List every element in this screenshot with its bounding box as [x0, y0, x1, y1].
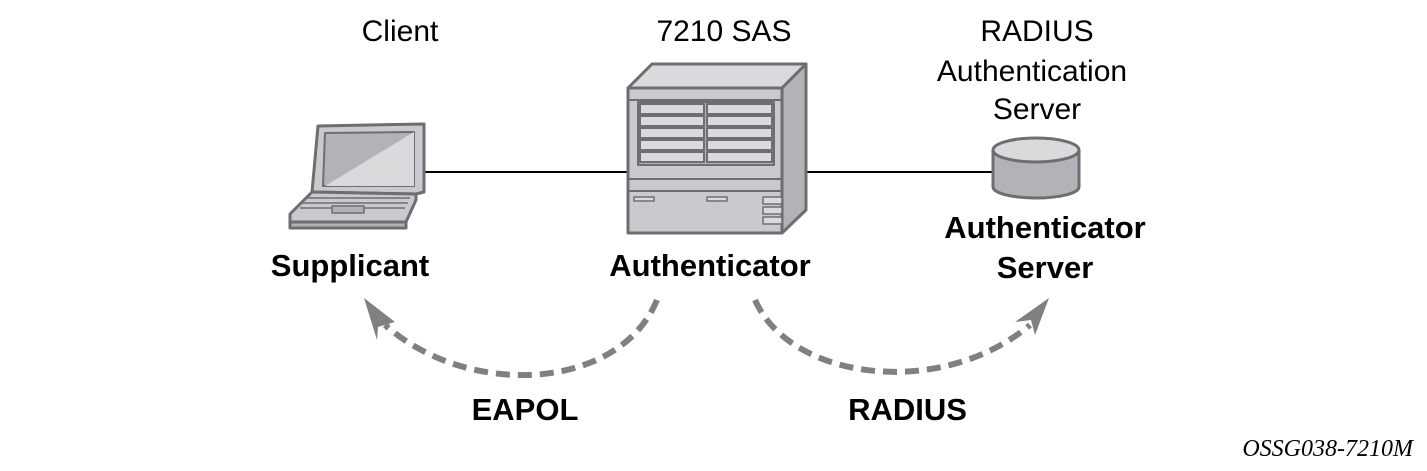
database-icon [991, 136, 1081, 200]
server-title-line-3: Server [992, 93, 1082, 126]
eapol-label: EAPOL [471, 392, 579, 427]
authenticator-server-line-1: Authenticator [944, 210, 1146, 245]
client-label: Client [361, 15, 439, 48]
radius-arrow [752, 298, 1032, 375]
radius-label: RADIUS [848, 392, 967, 427]
authenticator-server-line-2: Server [996, 250, 1094, 285]
supplicant-label: Supplicant [270, 248, 430, 283]
server-title-line-1: RADIUS [980, 15, 1094, 48]
switch-model-label: 7210 SAS [656, 15, 792, 48]
laptop-icon [288, 122, 426, 230]
eapol-arrow [383, 298, 660, 378]
eapol-arrowhead-icon [364, 298, 395, 340]
figure-id: OSSG038-7210M [1242, 436, 1413, 462]
server-title-line-2: Authentication [936, 55, 1128, 88]
radius-arrowhead-icon [1015, 298, 1049, 335]
authenticator-label: Authenticator [609, 248, 811, 283]
switch-chassis-icon [626, 62, 808, 235]
